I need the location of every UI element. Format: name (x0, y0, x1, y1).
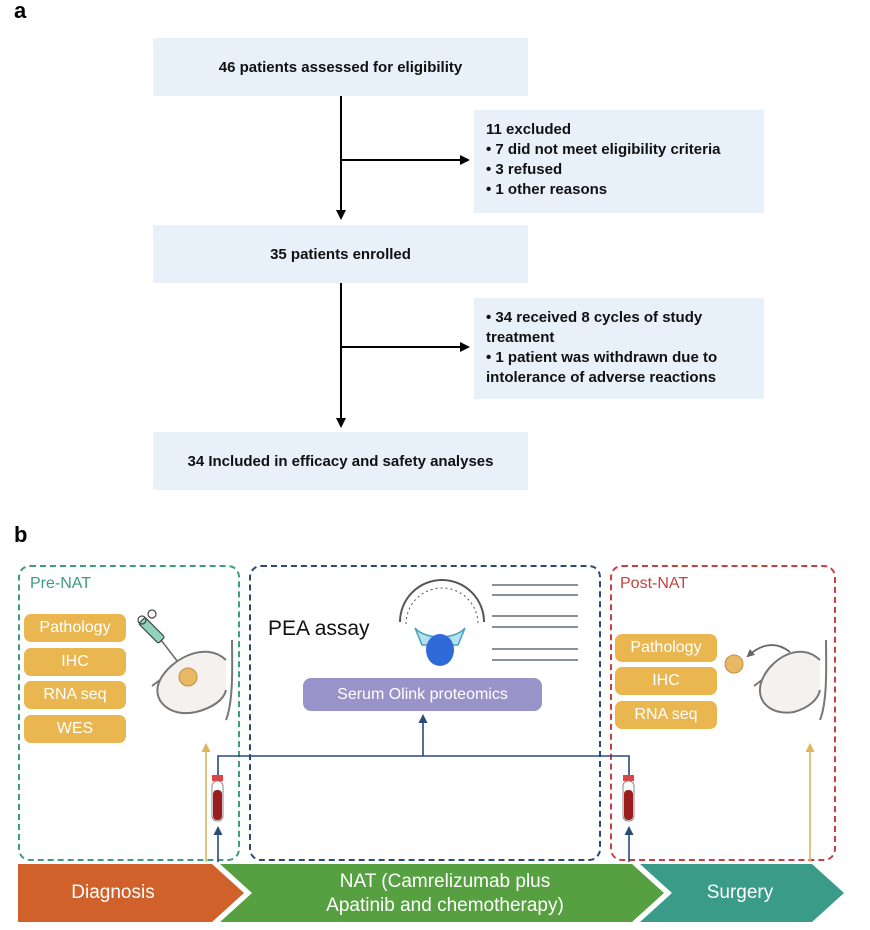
pre-ihc-pill: IHC (24, 648, 126, 676)
post-rnaseq-pill: RNA seq (615, 701, 717, 729)
excluded-item: • 7 did not meet eligibility criteria (486, 141, 721, 158)
diagnosis-label: Diagnosis (71, 882, 155, 903)
post-pathology-pill: Pathology (615, 634, 717, 662)
nat-stage (220, 864, 664, 922)
nat-label-line1: NAT (Camrelizumab plus (339, 871, 551, 892)
diagnosis-stage (18, 864, 244, 922)
blood-tube-icon-right (622, 775, 635, 822)
nat-label-line2: Apatinib and chemotherapy) (326, 895, 564, 916)
excluded-item: • 1 other reasons (486, 181, 608, 198)
treatment-line: • 34 received 8 cycles of study (486, 309, 703, 326)
nat-label: NAT (Camrelizumab plus Apatinib and chem… (250, 870, 640, 918)
breast-icon-post (724, 639, 828, 721)
middle-frame (249, 565, 601, 861)
pre-rnaseq-pill: RNA seq (24, 681, 126, 709)
pre-wes-pill: WES (24, 715, 126, 743)
surgery-stage (640, 864, 844, 922)
enrolled-box: 35 patients enrolled (153, 225, 528, 283)
excluded-title: 11 excluded (486, 121, 572, 138)
surgery-label: Surgery (706, 882, 774, 903)
treatment-line: intolerance of adverse reactions (486, 369, 717, 386)
blood-tube-icon-left (211, 775, 224, 822)
flowchart-arrows (336, 96, 470, 428)
breast-icon-pre (151, 639, 234, 721)
treatment-line: • 1 patient was withdrawn due to (486, 349, 718, 366)
assessed-box: 46 patients assessed for eligibility (153, 38, 528, 96)
excluded-item: • 3 refused (486, 161, 563, 178)
pea-assay-label: PEA assay (268, 617, 370, 640)
post-ihc-pill: IHC (615, 667, 717, 695)
serum-olink-box: Serum Olink proteomics (303, 678, 542, 711)
post-nat-frame (610, 565, 836, 861)
panel-a-label: a (14, 0, 27, 23)
excluded-box: 11 excluded • 7 did not meet eligibility… (474, 110, 764, 213)
pre-pathology-pill: Pathology (24, 614, 126, 642)
panel-b-label: b (14, 522, 28, 547)
included-box: 34 Included in efficacy and safety analy… (153, 432, 528, 490)
post-nat-title: Post-NAT (620, 575, 689, 592)
treatment-box: • 34 received 8 cycles of study treatmen… (474, 298, 764, 399)
treatment-line: treatment (486, 329, 555, 346)
pre-nat-title: Pre-NAT (30, 575, 92, 592)
pre-nat-frame (18, 565, 240, 861)
pea-assay-icon (399, 579, 485, 666)
tube-connector (217, 755, 630, 775)
dna-strands-icon (492, 584, 578, 661)
